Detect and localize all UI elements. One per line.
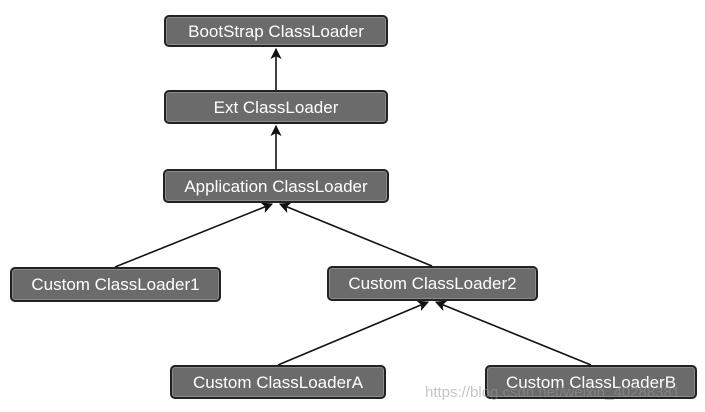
node-ext-classloader: Ext ClassLoader [164,90,388,124]
node-bootstrap-classloader: BootStrap ClassLoader [164,15,388,47]
edge-custom2-to-application [278,202,433,267]
edge-customB-to-custom2 [434,300,592,366]
node-custom-classloader-2: Custom ClassLoader2 [327,266,538,301]
edge-customA-to-custom2 [277,300,430,366]
node-custom-classloader-a: Custom ClassLoaderA [170,365,386,399]
node-custom-classloader-1: Custom ClassLoader1 [10,267,221,302]
node-application-classloader: Application ClassLoader [163,169,389,203]
edge-custom1-to-application [114,202,274,268]
node-custom-classloader-b: Custom ClassLoaderB [485,365,697,399]
